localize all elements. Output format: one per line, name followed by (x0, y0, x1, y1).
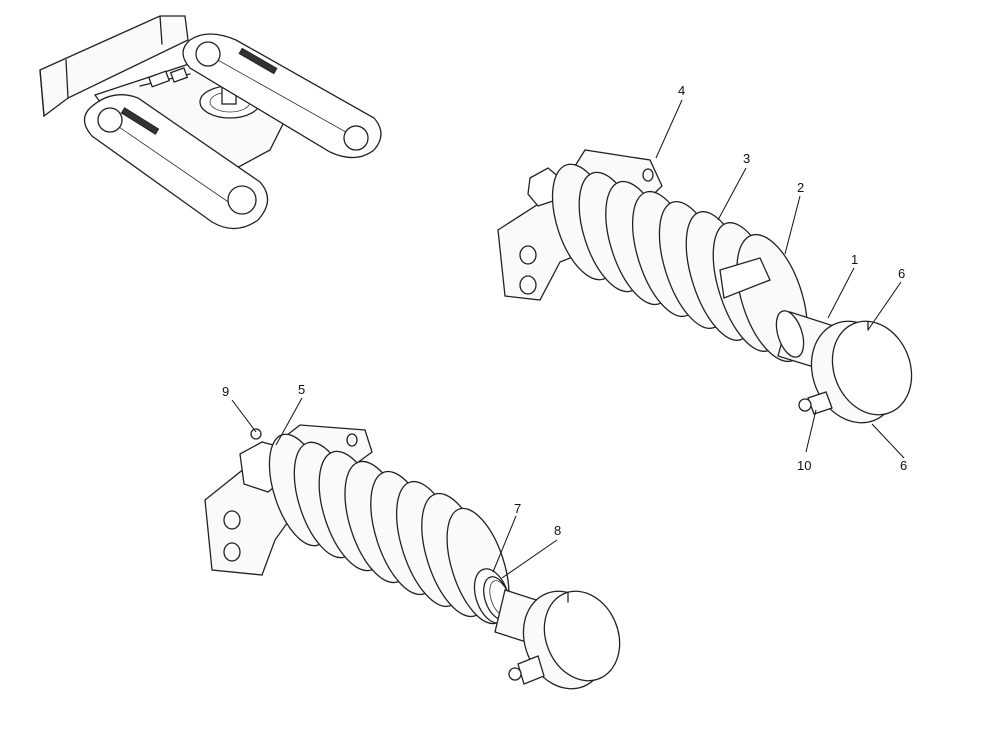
callout-1: 1 (851, 252, 858, 267)
callout-6-top: 6 (898, 266, 905, 281)
callout-6-bottom: 6 (900, 458, 907, 473)
callout-10: 10 (797, 458, 811, 473)
exploded-spring-assembly (204, 424, 621, 690)
callout-2: 2 (797, 180, 804, 195)
callout-8: 8 (554, 523, 561, 538)
coil-spring (551, 163, 808, 363)
callout-7: 7 (514, 501, 521, 516)
callout-5: 5 (298, 382, 305, 397)
callout-4: 4 (678, 83, 685, 98)
recoil-spring-assembly (497, 149, 913, 424)
callout-labels: 1 2 3 4 5 6 6 7 8 9 10 (222, 83, 907, 538)
callout-leaders (231, 99, 905, 579)
undercarriage-overview (39, 15, 382, 230)
callout-9: 9 (222, 384, 229, 399)
callout-3: 3 (743, 151, 750, 166)
